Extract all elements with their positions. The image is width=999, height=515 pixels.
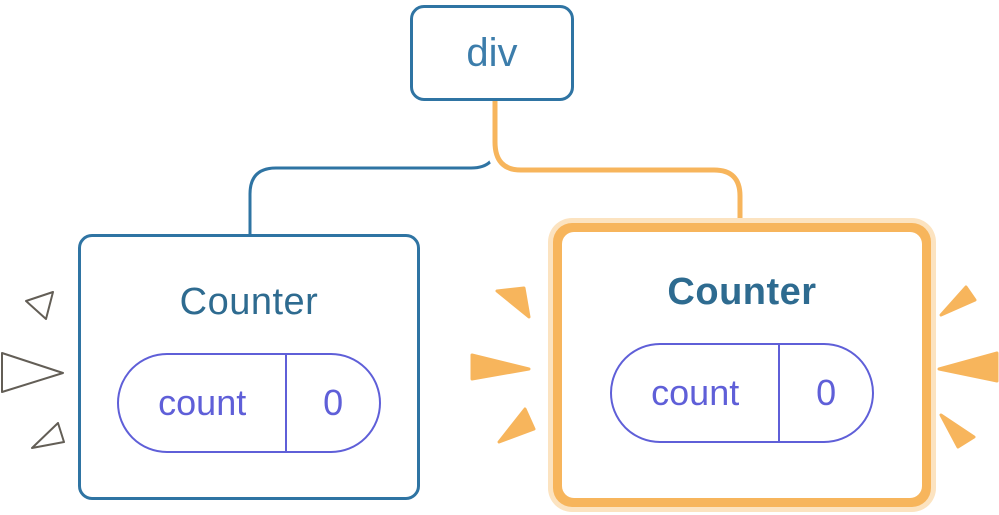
counter-card-right: Counter count 0 — [562, 232, 922, 498]
spark-icon — [939, 413, 976, 449]
spark-icon — [497, 407, 536, 444]
spark-icon — [495, 286, 531, 319]
counter-card-left: Counter count 0 — [78, 234, 420, 500]
state-pill: count 0 — [117, 353, 381, 453]
state-key-label: count — [119, 355, 288, 451]
edge-highlight-casing — [486, 98, 749, 234]
root-div-label: div — [466, 30, 518, 75]
state-pill: count 0 — [610, 343, 874, 443]
counter-card-right-highlight: Counter count 0 — [548, 218, 936, 512]
spark-icon — [937, 351, 999, 383]
state-key-label: count — [612, 345, 781, 441]
counter-card-right-border: Counter count 0 — [553, 223, 931, 507]
state-value: 0 — [816, 372, 837, 413]
spark-icon — [1, 352, 64, 393]
spark-icon — [25, 291, 54, 320]
state-value: 0 — [323, 382, 344, 423]
counter-title: Counter — [179, 281, 319, 323]
edge-root-to-right-counter — [492, 98, 743, 234]
spark-icon — [470, 353, 531, 381]
spark-icon — [939, 285, 977, 317]
root-div-node: div — [410, 5, 574, 101]
edge-root-to-left-counter — [248, 98, 499, 240]
spark-icon — [31, 422, 65, 449]
counter-title: Counter — [667, 271, 817, 313]
